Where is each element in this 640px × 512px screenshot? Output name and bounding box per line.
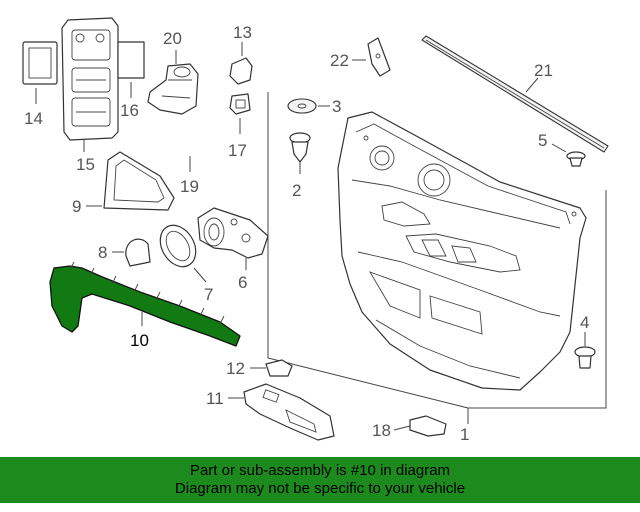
part-14-pad[interactable]	[22, 41, 58, 85]
callout-22: 22	[330, 51, 349, 70]
callout-4: 4	[580, 313, 589, 332]
part-11-switch-bezel[interactable]	[243, 383, 335, 441]
callout-17: 17	[228, 141, 247, 160]
callout-5: 5	[538, 131, 547, 150]
part-7-ring[interactable]	[153, 219, 203, 273]
part-6-handle-assembly[interactable]	[197, 207, 269, 259]
callout-13: 13	[233, 23, 252, 42]
footer-banner: Part or sub-assembly is #10 in diagram D…	[0, 457, 640, 503]
callout-19: 19	[180, 177, 199, 196]
part-16-pad[interactable]	[117, 41, 145, 79]
callout-20: 20	[163, 29, 182, 48]
callout-12: 12	[226, 359, 245, 378]
callout-21: 21	[534, 61, 553, 80]
part-19-wire[interactable]	[153, 135, 195, 151]
part-5-grommet[interactable]	[566, 151, 586, 167]
part-22-bracket[interactable]	[367, 37, 391, 77]
callout-7: 7	[204, 285, 213, 304]
part-17-clip[interactable]	[229, 93, 251, 115]
footer-line-1: Part or sub-assembly is #10 in diagram	[189, 462, 451, 479]
callout-1: 1	[460, 425, 469, 444]
callout-14: 14	[24, 109, 43, 128]
part-15-switch-panel[interactable]	[61, 17, 119, 141]
callout-15: 15	[76, 155, 95, 174]
callout-8: 8	[98, 243, 107, 262]
callout-11: 11	[206, 389, 224, 408]
part-21-belt-molding[interactable]	[421, 35, 609, 153]
part-9-bezel[interactable]	[103, 151, 175, 211]
footer-line-2: Diagram may not be specific to your vehi…	[174, 480, 466, 497]
part-10-armrest-trim[interactable]	[49, 261, 241, 347]
part-8-cap[interactable]	[125, 238, 151, 267]
callout-2: 2	[292, 181, 301, 200]
callout-9: 9	[72, 197, 81, 216]
part-13-clip[interactable]	[229, 57, 253, 85]
callout-10: 10	[130, 331, 149, 350]
part-20-bracket[interactable]	[147, 63, 199, 115]
callout-18: 18	[372, 421, 391, 440]
part-4-push-clip[interactable]	[574, 346, 596, 369]
part-18-block[interactable]	[409, 415, 447, 437]
part-2-push-clip[interactable]	[289, 132, 311, 163]
part-1-door-trim-panel[interactable]	[337, 111, 587, 391]
callout-16: 16	[120, 101, 139, 120]
part-12-cap[interactable]	[265, 359, 293, 377]
callout-6: 6	[238, 273, 247, 292]
parts-diagram: 14 15 16 20 13 17 19	[22, 17, 609, 444]
callout-3: 3	[332, 97, 341, 116]
part-3-washer[interactable]	[287, 98, 317, 114]
